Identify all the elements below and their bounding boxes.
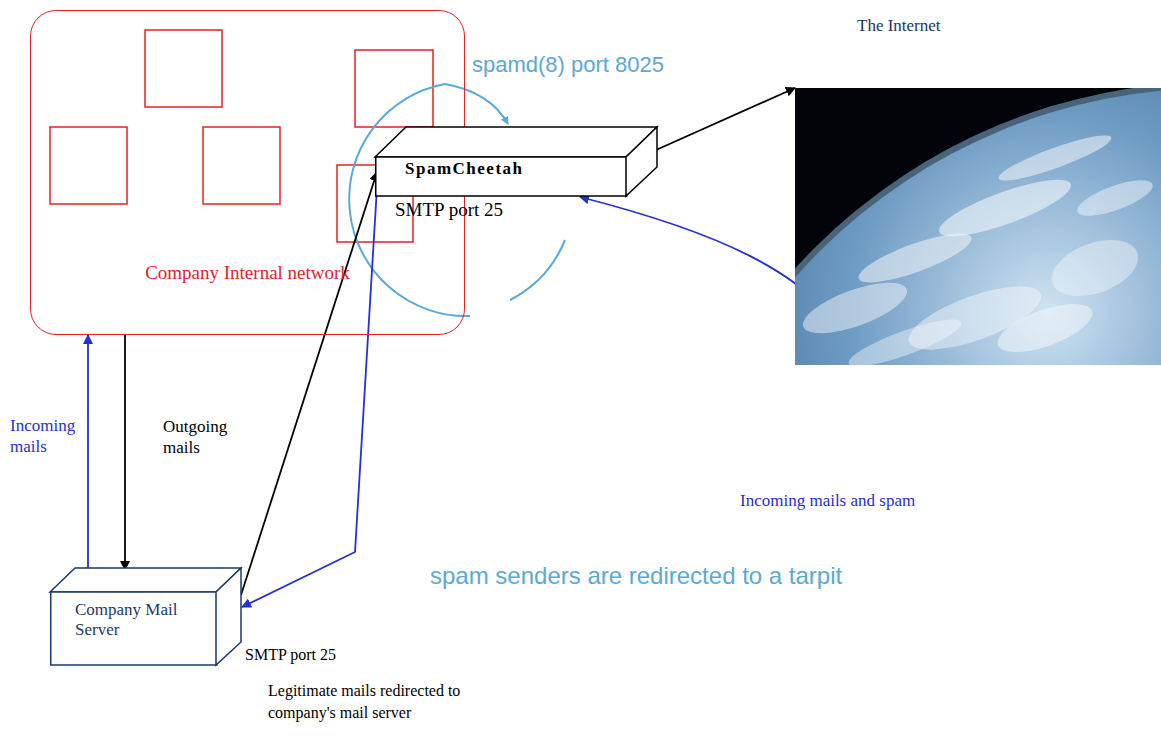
cloud [934, 169, 1077, 247]
workstation-square [145, 30, 222, 107]
cloud [1044, 229, 1146, 307]
edge-label: Incoming mails [10, 415, 82, 457]
cloud [992, 294, 1098, 362]
spamd-loop [349, 84, 565, 316]
internet-cloud: The Internet [795, 10, 1161, 365]
loop-arc [349, 84, 508, 316]
node-title: Company Mail Server [75, 600, 185, 640]
box-top-face [375, 127, 657, 157]
workstation-square [203, 127, 280, 204]
port-note: spamd(8) port 8025 [472, 52, 664, 78]
node-title: Company Internal network [145, 262, 350, 284]
earth-globe [795, 88, 1161, 365]
cloud [797, 272, 913, 343]
server-box: Company Mail Server [50, 566, 242, 666]
flow-arrow [124, 335, 126, 570]
box-top-face [50, 568, 241, 592]
flow-arrow [242, 187, 377, 607]
tarpit-note: spam senders are redirected to a tarpit [430, 562, 842, 590]
flow-note: Legitimate mails redirected to company's… [268, 680, 508, 724]
box-side-face [626, 127, 657, 196]
earth-photo [795, 88, 1161, 365]
node-title: SpamCheetah [405, 159, 524, 179]
port-label: SMTP port 25 [245, 646, 336, 664]
node-title: The Internet [857, 16, 941, 36]
box-front-face [376, 157, 627, 196]
cloud [845, 311, 966, 365]
cloud [1073, 173, 1156, 223]
cloud [995, 128, 1115, 188]
workstation-square [355, 50, 433, 127]
server-box: SpamCheetah [375, 125, 658, 197]
box-front-face [51, 592, 217, 665]
earth-illustration [795, 88, 1161, 365]
edge-label: Incoming mails and spam [740, 490, 1000, 511]
workstation-square [50, 127, 127, 204]
loop-arc [510, 240, 565, 300]
edge-label: Outgoing mails [163, 416, 253, 458]
port-label: SMTP port 25 [395, 199, 503, 221]
flow-arrow [656, 88, 795, 150]
earth-glow [795, 88, 1161, 365]
box-side-face [216, 568, 241, 665]
flow-arrow [87, 335, 89, 570]
